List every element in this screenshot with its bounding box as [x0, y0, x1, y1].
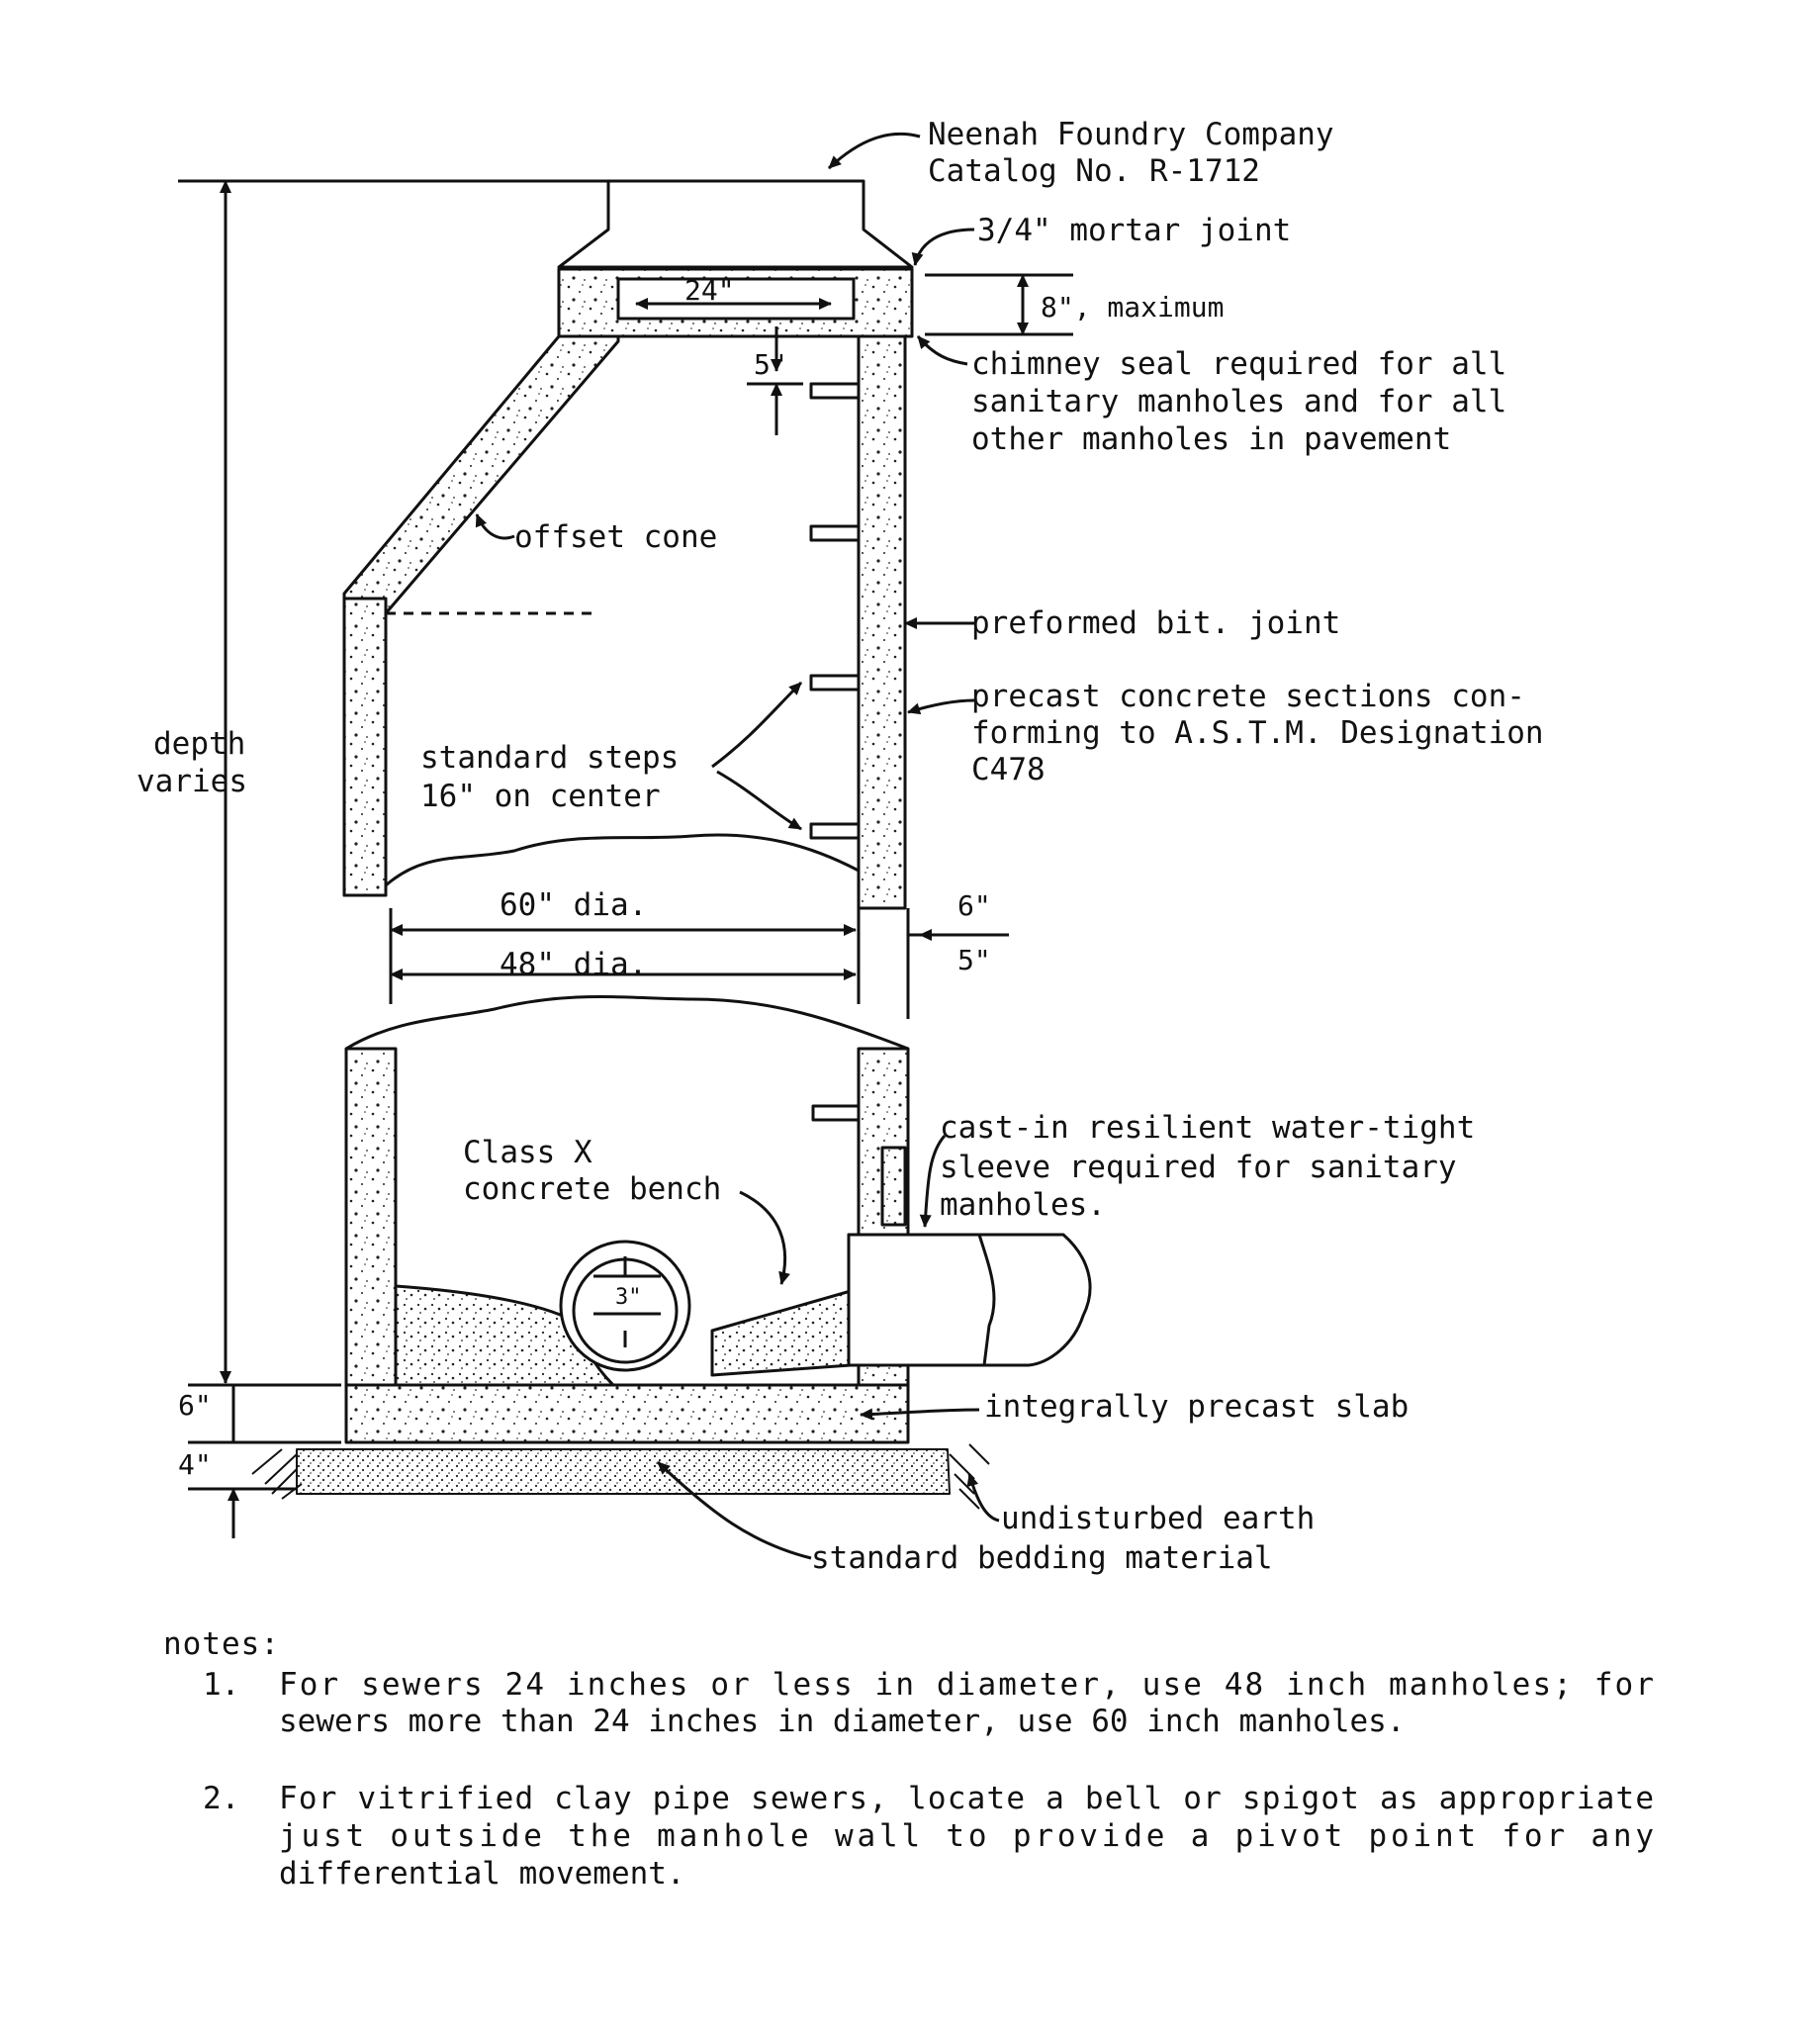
- bedding-layer: [296, 1448, 951, 1495]
- precast-slab-label: integrally precast slab: [984, 1389, 1409, 1425]
- leader-manufacturer: [827, 132, 921, 170]
- depth-varies-line2: varies: [136, 764, 247, 799]
- step-2: [809, 524, 859, 542]
- step-3: [809, 674, 859, 692]
- leader-slab: [860, 1408, 980, 1421]
- leader-earth: [966, 1473, 1000, 1523]
- standard-steps-line1: standard steps: [420, 740, 679, 776]
- dim-6-wall-label: 6": [957, 889, 991, 922]
- note-2-line3: differential movement.: [279, 1856, 685, 1892]
- leader-bedding: [656, 1460, 812, 1560]
- bedding-material-label: standard bedding material: [811, 1540, 1273, 1576]
- dim-3-label: 3": [615, 1285, 642, 1310]
- note-1-number: 1.: [203, 1667, 239, 1703]
- preformed-joint-label: preformed bit. joint: [971, 605, 1340, 641]
- bench-line1: Class X: [463, 1135, 592, 1170]
- leader-precast-sections: [907, 698, 975, 715]
- catalog-label: Catalog No. R-1712: [928, 153, 1260, 189]
- manhole-frame-casting: [557, 179, 914, 269]
- upper-right-wall: [854, 334, 907, 910]
- sleeve-line2: sleeve required for sanitary: [940, 1150, 1457, 1185]
- upper-break-line: [385, 833, 860, 887]
- earth-hatch-right: [949, 1443, 990, 1510]
- outlet-sleeve: [880, 1146, 907, 1227]
- leader-steps-b: [716, 770, 802, 831]
- lower-break-line: [345, 995, 909, 1051]
- earth-hatch-left: [251, 1448, 303, 1500]
- chimney-seal-line2: sanitary manholes and for all: [971, 384, 1506, 419]
- notes-heading: notes:: [163, 1626, 280, 1662]
- leader-bench: [739, 1190, 790, 1285]
- upper-left-wall: [342, 597, 388, 897]
- bench-line2: concrete bench: [463, 1171, 721, 1207]
- sleeve-line3: manholes.: [940, 1187, 1106, 1223]
- leader-sleeve: [919, 1135, 947, 1228]
- step-lower: [811, 1104, 859, 1122]
- chimney-seal-line1: chimney seal required for all: [971, 346, 1506, 382]
- leader-steps-a: [711, 681, 803, 769]
- dim-60-dia-label: 60" dia.: [500, 887, 647, 923]
- chimney-seal-line3: other manholes in pavement: [971, 421, 1451, 457]
- dim-48-dia-label: 48" dia.: [500, 947, 647, 982]
- note-2-number: 2.: [203, 1781, 239, 1816]
- note-2-line1: For vitrified clay pipe sewers, locate a…: [279, 1781, 1654, 1816]
- manufacturer-label: Neenah Foundry Company: [928, 117, 1334, 152]
- precast-base-slab: [344, 1383, 910, 1444]
- dim-6-slab-label: 6": [178, 1389, 212, 1422]
- leader-mortar-joint: [911, 228, 975, 266]
- mortar-joint-label: 3/4" mortar joint: [977, 213, 1291, 248]
- note-1-line1: For sewers 24 inches or less in diameter…: [279, 1667, 1654, 1703]
- dim-8-max-label: 8", maximum: [1041, 291, 1224, 323]
- undisturbed-earth-label: undisturbed earth: [1001, 1501, 1315, 1536]
- dim-5-wall-label: 5": [957, 944, 991, 976]
- precast-sections-line3: C478: [971, 752, 1046, 787]
- leader-offset-cone: [475, 513, 515, 540]
- dim-5-top-label: 5": [754, 348, 787, 381]
- dim-24-label: 24": [684, 274, 735, 307]
- precast-sections-line2: forming to A.S.T.M. Designation: [971, 715, 1544, 751]
- offset-cone-label: offset cone: [514, 519, 717, 555]
- dim-4-bedding-label: 4": [178, 1448, 212, 1481]
- sleeve-line1: cast-in resilient water-tight: [940, 1110, 1475, 1146]
- depth-varies-line1: depth: [153, 726, 245, 762]
- step-4: [809, 822, 859, 840]
- note-2-line2: just outside the manhole wall to provide…: [279, 1818, 1654, 1854]
- lower-left-wall: [344, 1047, 398, 1387]
- note-1-line2: sewers more than 24 inches in diameter, …: [279, 1704, 1405, 1739]
- leader-chimney-seal: [916, 335, 968, 366]
- step-1: [809, 382, 859, 400]
- precast-sections-line1: precast concrete sections con-: [971, 679, 1525, 714]
- standard-steps-line2: 16" on center: [420, 779, 661, 814]
